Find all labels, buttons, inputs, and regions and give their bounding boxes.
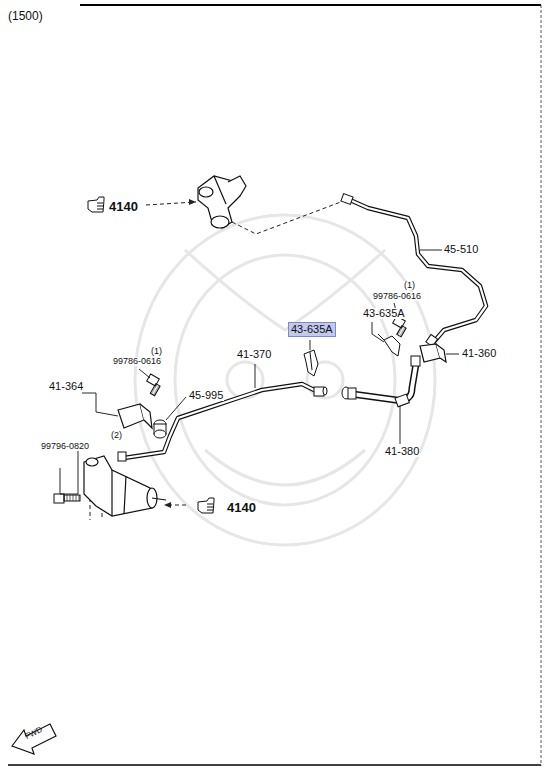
quantity: (2) (110, 431, 123, 440)
part-number: 41-380 (384, 446, 420, 457)
hose-clip (378, 334, 400, 356)
part-number: 41-360 (461, 348, 497, 359)
pipe-inner (350, 200, 486, 344)
bolt (393, 316, 406, 337)
clutch-pipe (124, 384, 318, 458)
part-number: 99796-0820 (40, 442, 90, 451)
clutch-pipe (350, 200, 486, 344)
part-number: 99786-0616 (372, 292, 422, 301)
watermark-emblem (135, 215, 435, 545)
hose-fitting (342, 356, 420, 407)
page-frame (8, 5, 541, 766)
part-number: 45-510 (443, 244, 479, 255)
quantity: (1) (150, 347, 163, 356)
part-number: 41-370 (236, 349, 272, 360)
reference-group: 4140 (226, 501, 257, 514)
quantity: (1) (403, 281, 416, 290)
pipe-flare-nut (341, 194, 438, 347)
part-number: 99786-0616 (112, 357, 162, 366)
page-code: (1500) (8, 10, 43, 22)
leader-lines (60, 250, 459, 494)
forward-arrow (12, 724, 56, 754)
clutch-master-cylinder (198, 176, 246, 228)
part-number-highlighted: 43-635A (288, 322, 336, 337)
pipe-flare-nut (118, 387, 327, 461)
assembly-dashed-lines (90, 200, 346, 520)
grommet (154, 420, 166, 438)
hose-bracket (420, 344, 446, 362)
pipe-clip (304, 350, 318, 376)
part-number: 45-995 (188, 390, 224, 401)
pipe-bracket (118, 404, 152, 428)
direction-label: FWD (24, 726, 44, 741)
part-number: 41-364 (48, 381, 84, 392)
bolt (54, 494, 80, 503)
part-number: 43-635A (362, 308, 406, 319)
reference-group: 4140 (108, 200, 139, 213)
clutch-release-cylinder (84, 456, 166, 516)
arrowheads (164, 199, 196, 508)
